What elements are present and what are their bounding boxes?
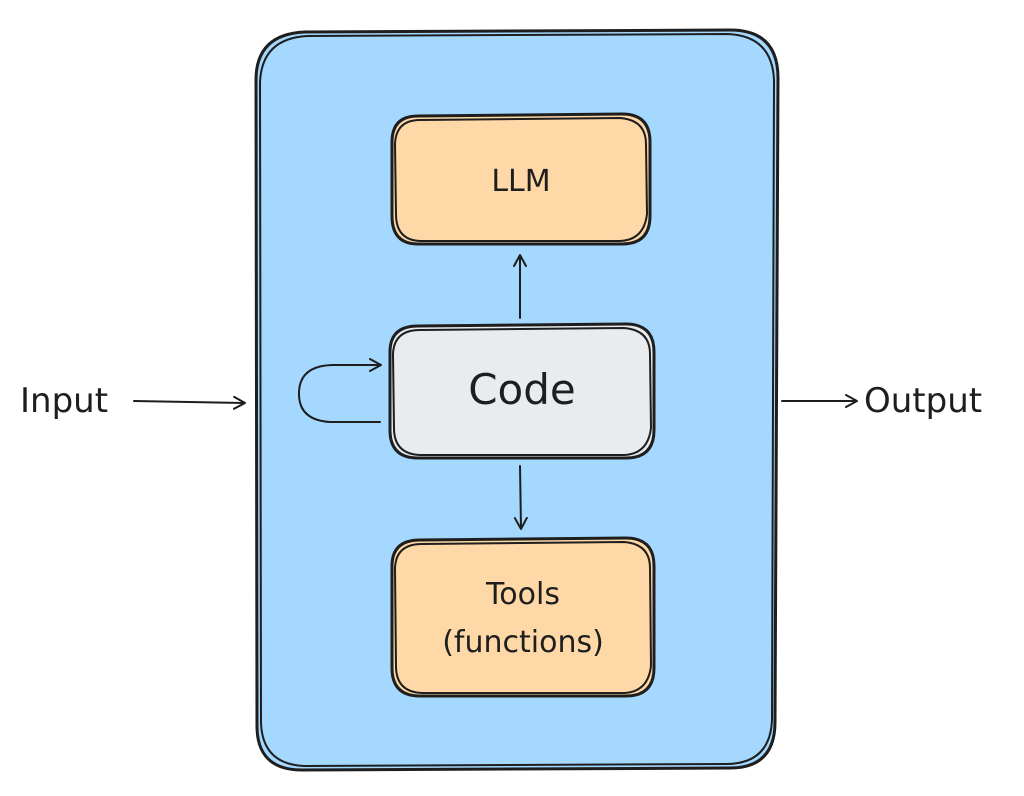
input-label: Input: [20, 381, 108, 421]
code-box: Code: [388, 322, 656, 460]
llm-box: LLM: [390, 112, 652, 246]
code-loop-arrow: [297, 358, 382, 423]
llm-label: LLM: [491, 164, 550, 199]
code-label: Code: [468, 365, 576, 414]
tools-label-line2: (functions): [442, 625, 604, 660]
output-label: Output: [864, 381, 982, 421]
code-to-tools-arrow: [513, 465, 528, 530]
tools-box: Tools (functions): [390, 536, 656, 698]
tools-label-line1: Tools: [485, 577, 560, 612]
input-arrow: [133, 395, 246, 410]
